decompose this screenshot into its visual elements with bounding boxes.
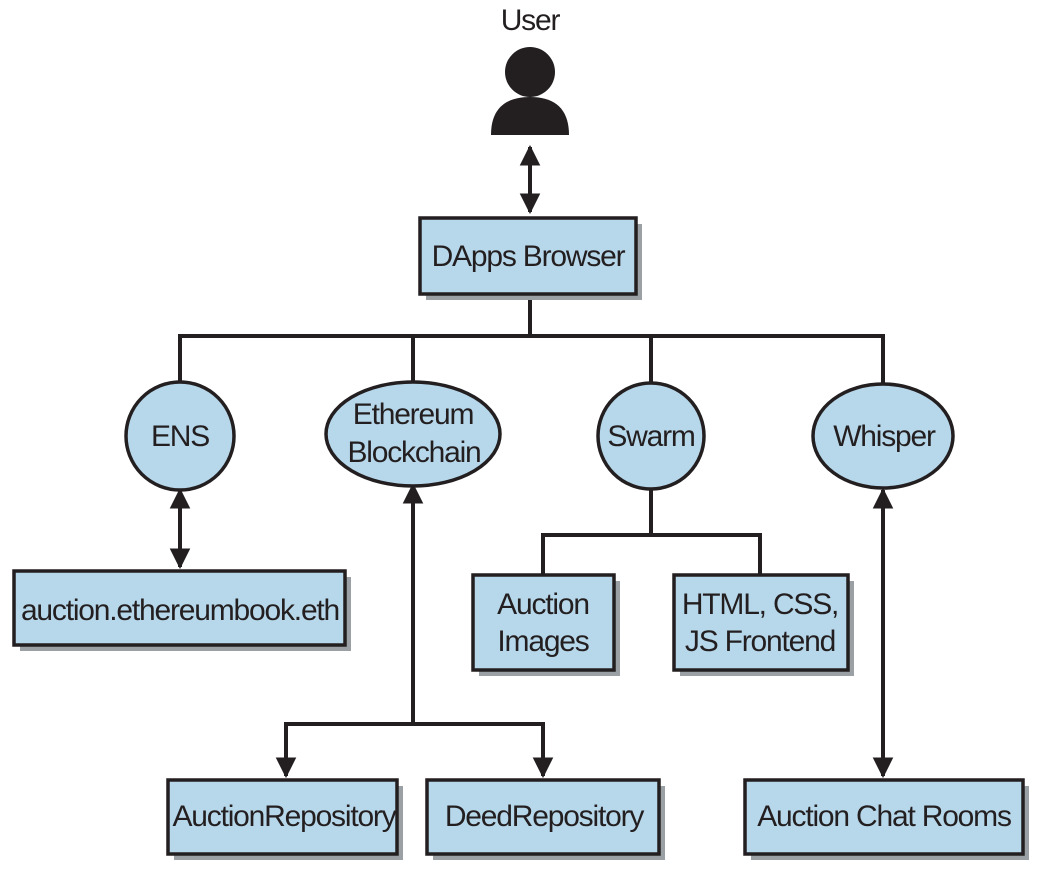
deed-repository-box: DeedRepository [425, 778, 665, 860]
auction-chat-rooms-label: Auction Chat Rooms [757, 800, 1011, 833]
deed-repository-label: DeedRepository [445, 800, 645, 833]
user-node: User [491, 4, 569, 135]
whisper-node: Whisper [811, 382, 955, 490]
swarm-node: Swarm [596, 381, 706, 491]
auction-chat-rooms-box: Auction Chat Rooms [743, 778, 1029, 860]
user-icon [491, 47, 569, 135]
auction-images-line2: Images [497, 625, 588, 658]
frontend-line2: JS Frontend [685, 625, 835, 658]
auction-images-box: Auction Images [471, 573, 620, 676]
frontend-box: HTML, CSS, JS Frontend [672, 573, 854, 676]
ens-domain-box: auction.ethereumbook.eth [12, 569, 351, 651]
ens-domain-label: auction.ethereumbook.eth [21, 594, 339, 627]
swarm-label: Swarm [607, 420, 695, 453]
dapps-browser-label: DApps Browser [432, 240, 626, 273]
ens-label: ENS [151, 420, 209, 453]
ethereum-blockchain-node: Ethereum Blockchain [324, 380, 502, 488]
frontend-line1: HTML, CSS, [682, 588, 838, 621]
auction-repository-box: AuctionRepository [166, 778, 403, 860]
connectors [169, 144, 894, 779]
ethereum-label-line2: Blockchain [347, 436, 480, 469]
ens-node: ENS [124, 380, 236, 492]
user-label: User [501, 4, 561, 37]
auction-images-line1: Auction [497, 588, 589, 621]
whisper-label: Whisper [833, 420, 936, 453]
auction-repository-label: AuctionRepository [172, 800, 396, 833]
ethereum-label-line1: Ethereum [353, 398, 474, 431]
dapps-browser-box: DApps Browser [418, 216, 642, 300]
